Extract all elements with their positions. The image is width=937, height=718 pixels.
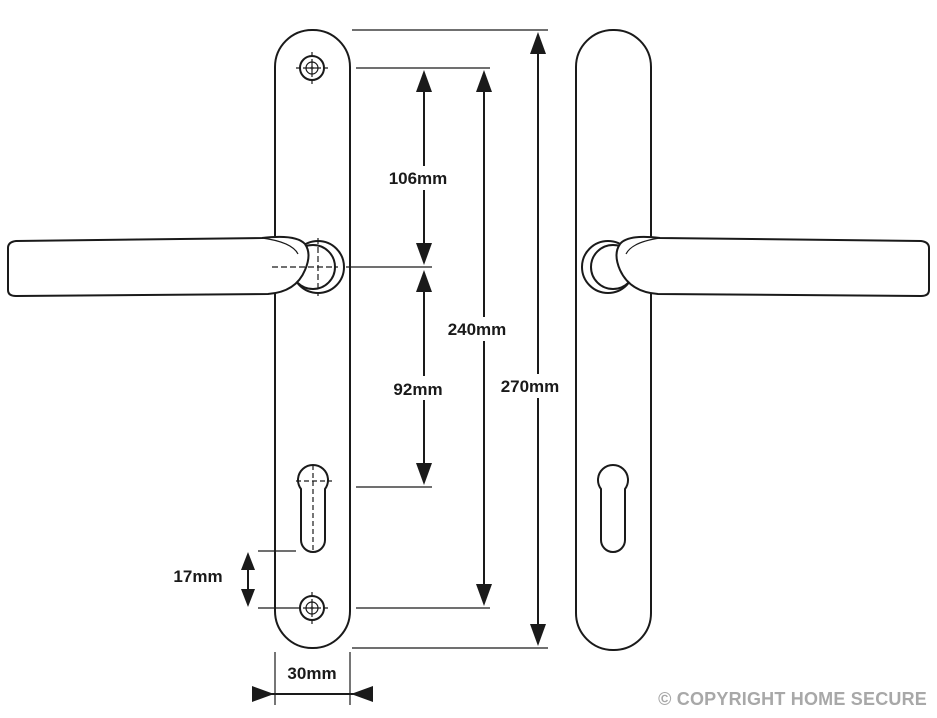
label-92mm: 92mm	[393, 380, 442, 399]
left-cylinder-keyhole	[296, 464, 332, 553]
top-fixing-screw	[296, 52, 328, 84]
label-240mm: 240mm	[448, 320, 507, 339]
right-backplate	[575, 29, 652, 651]
dimension-17mm: 17mm	[173, 552, 255, 607]
copyright-notice: © COPYRIGHT HOME SECURE	[658, 689, 927, 709]
right-lever-handle	[581, 235, 930, 298]
dimension-106mm: 106mm	[382, 70, 454, 265]
left-backplate	[274, 29, 351, 649]
extension-lines	[258, 29, 548, 705]
dimension-92mm: 92mm	[384, 270, 448, 485]
left-lever-handle	[7, 235, 345, 298]
bottom-fixing-screw	[296, 592, 328, 624]
label-270mm: 270mm	[501, 377, 560, 396]
dimension-240mm: 240mm	[440, 70, 514, 606]
dimension-30mm: 30mm	[252, 664, 373, 702]
label-106mm: 106mm	[389, 169, 448, 188]
dimension-270mm: 270mm	[493, 32, 567, 646]
right-cylinder-keyhole	[597, 464, 629, 553]
label-30mm: 30mm	[287, 664, 336, 683]
label-17mm: 17mm	[173, 567, 222, 586]
